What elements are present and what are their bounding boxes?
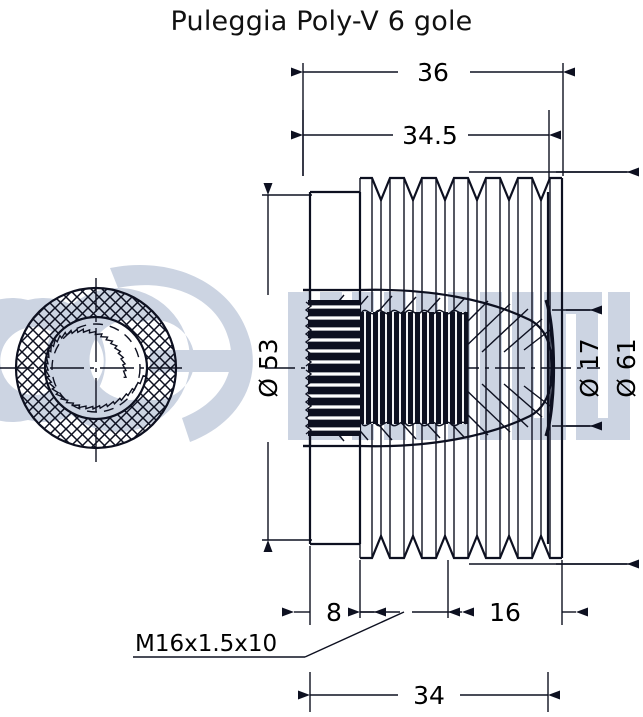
bore-ribbing-upper [360,309,468,368]
dimension-bottom-row: 8 16 [282,546,588,627]
callout-label-thread: M16x1.5x10 [135,631,277,657]
dimension-right-inner-diameter: Ø 17 [552,305,604,431]
pulley-side-section [265,176,600,560]
dimension-top-inner: 34.5 [291,110,561,180]
hub-curve-upper [359,288,554,369]
hub-curve-lower [359,367,554,448]
page-title: Puleggia Poly-V 6 gole [170,6,473,37]
dimension-right-outer-diameter: Ø 61 [469,167,641,569]
bore-ribbing-lower [360,368,468,427]
dim-label-d61: Ø 61 [612,338,641,397]
dim-label-d53: Ø 53 [254,338,283,397]
thread-callout: M16x1.5x10 [133,611,405,658]
dim-label-34: 34 [413,681,445,710]
dim-label-d17: Ø 17 [575,338,604,397]
dim-label-345: 34.5 [402,121,458,150]
dimension-bottom-overall: 34 [298,672,560,712]
section-hatching [10,282,186,456]
rim-outer-edge [544,299,556,437]
dimension-left-diameter: Ø 53 [254,183,312,552]
dimension-top-outer: 36 [291,58,575,176]
dim-label-8: 8 [326,598,342,627]
dim-label-16: 16 [489,598,521,627]
internal-thread-upper [304,300,360,368]
spline-teeth [44,316,148,420]
dim-label-36: 36 [417,58,449,87]
internal-thread-lower [304,368,360,436]
cross-section-circular [0,278,186,462]
